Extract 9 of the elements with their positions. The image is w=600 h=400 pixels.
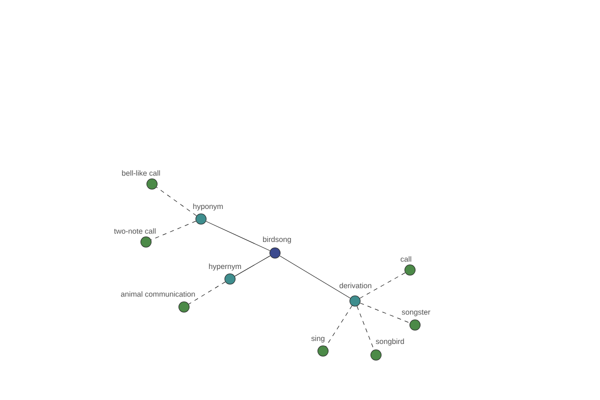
connector-line <box>234 256 270 276</box>
connector-line <box>360 272 406 299</box>
connector-line <box>326 305 352 347</box>
connector-line <box>279 256 351 298</box>
connector-line <box>188 282 226 304</box>
connector-line <box>360 302 410 324</box>
connector-line <box>206 221 270 251</box>
connector-line <box>156 186 197 216</box>
connector-line <box>150 220 196 240</box>
